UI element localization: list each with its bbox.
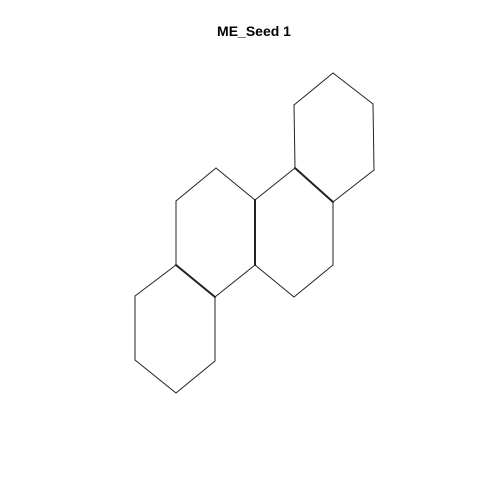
bond <box>134 359 177 394</box>
bond <box>332 72 374 105</box>
bond <box>175 264 216 298</box>
bond <box>254 264 295 298</box>
bond <box>294 167 334 203</box>
molecule-structure <box>134 72 375 394</box>
bond <box>175 360 216 394</box>
bond <box>215 167 256 201</box>
bond <box>134 264 177 297</box>
ring-middle-right <box>254 167 334 298</box>
bond <box>293 72 334 106</box>
bond <box>293 264 334 298</box>
ring-top-right <box>293 72 375 203</box>
bond <box>332 169 375 203</box>
figure-title: ME_Seed 1 <box>217 23 291 39</box>
bond <box>372 103 375 171</box>
bond <box>293 104 296 169</box>
bond <box>214 264 256 298</box>
ring-middle-left <box>175 167 256 298</box>
bond <box>254 167 296 201</box>
bond <box>175 167 217 202</box>
ring-bottom-left <box>134 264 216 394</box>
